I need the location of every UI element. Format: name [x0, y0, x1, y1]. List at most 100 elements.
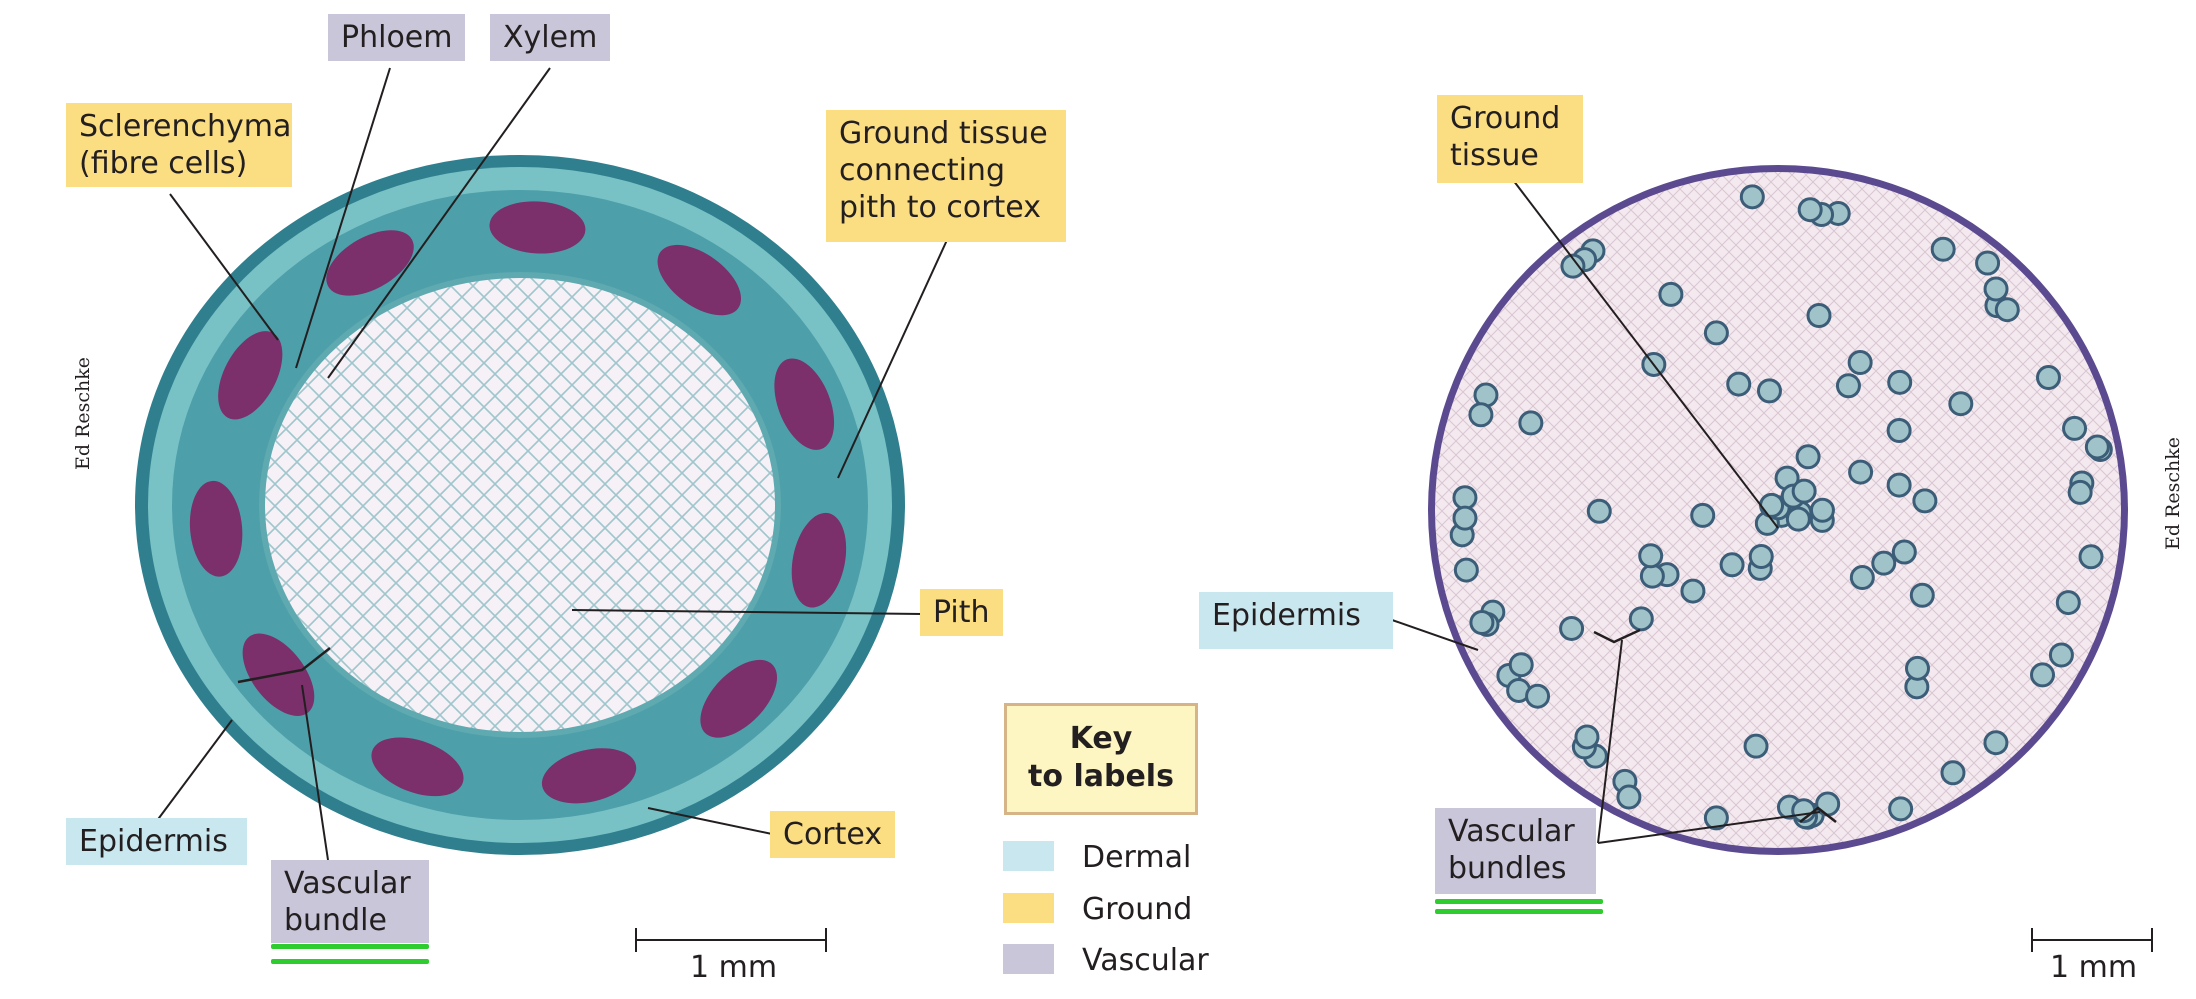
right-bundle	[1847, 349, 1873, 375]
left-stem-section	[135, 155, 905, 855]
right-bundle	[1703, 805, 1729, 831]
right-bundle	[1994, 297, 2020, 323]
label-vascular-bundles: Vascular bundles	[1435, 808, 1596, 894]
right-bundle	[1726, 371, 1752, 397]
right-bundle	[1586, 498, 1612, 524]
right-bundle	[1904, 655, 1930, 681]
right-bundle	[1639, 563, 1665, 589]
label-sclerenchyma-line1: Sclerenchyma	[79, 109, 292, 144]
right-bundle	[1452, 485, 1478, 511]
right-bundle	[1525, 683, 1551, 709]
label-ground-line2: connecting	[839, 153, 1005, 188]
left-bundle	[700, 659, 778, 738]
right-bundle	[1887, 369, 1913, 395]
right-bundle	[1559, 615, 1585, 641]
label-ground-tissue-connecting: Ground tissue connecting pith to cortex	[826, 110, 1066, 242]
right-stem-section	[1428, 165, 2128, 855]
right-bundle	[1797, 197, 1823, 223]
right-bundle	[1739, 184, 1765, 210]
scale-bars	[635, 928, 2153, 952]
right-bundle	[1680, 578, 1706, 604]
scale-label-left: 1 mm	[690, 950, 778, 985]
right-bundle	[1743, 733, 1769, 759]
right-bundle	[1888, 796, 1914, 822]
right-bundle	[1759, 492, 1785, 518]
right-bundle	[1785, 506, 1811, 532]
right-bundle	[1930, 236, 1956, 262]
right-bundle	[1453, 557, 1479, 583]
right-bundle	[1468, 402, 1494, 428]
label-ground-right-line2: tissue	[1450, 138, 1539, 173]
right-leader-lines	[1391, 175, 1837, 844]
right-bundle	[2062, 415, 2088, 441]
right-bundle	[1638, 543, 1664, 569]
right-bundle	[1748, 543, 1774, 569]
label-vascular-bundles-line1: Vascular	[1448, 814, 1575, 849]
right-bundle	[1835, 373, 1861, 399]
label-vascular-bundle-line2: bundle	[284, 903, 387, 938]
right-bundle	[1452, 505, 1478, 531]
label-xylem: Xylem	[490, 14, 611, 61]
key-label-ground: Ground	[1082, 892, 1193, 927]
right-bundle	[1975, 250, 2001, 276]
right-bundle	[1508, 652, 1534, 678]
right-bundle	[1815, 791, 1841, 817]
right-bundle	[1560, 253, 1586, 279]
right-bundle	[1795, 444, 1821, 470]
right-bundle	[1849, 565, 1875, 591]
label-sclerenchyma: Sclerenchyma (fibre cells)	[66, 103, 292, 187]
key-swatch-dermal	[1003, 841, 1054, 871]
label-epidermis-left: Epidermis	[66, 818, 247, 865]
left-bundle	[489, 201, 586, 254]
key-swatch-ground	[1003, 893, 1054, 923]
label-vascular-bundles-line2: bundles	[1448, 851, 1567, 886]
right-bundle	[2055, 590, 2081, 616]
right-bundle	[1628, 606, 1654, 632]
right-bundle	[1848, 459, 1874, 485]
right-bundle	[1871, 550, 1897, 576]
label-ground-line1: Ground tissue	[839, 116, 1048, 151]
right-bundle	[1983, 276, 2009, 302]
left-bundle	[189, 480, 243, 577]
right-bundle	[1703, 320, 1729, 346]
right-bundle	[1518, 410, 1544, 436]
right-bundle	[1891, 539, 1917, 565]
label-phloem: Phloem	[328, 14, 466, 61]
label-vascular-bundle-line1: Vascular	[284, 866, 411, 901]
key-title-line1: Key	[1069, 721, 1133, 756]
right-bundle	[2030, 662, 2056, 688]
right-bundle	[2084, 434, 2110, 460]
left-bundle	[371, 737, 464, 797]
left-bundle	[791, 512, 847, 608]
scale-label-right: 1 mm	[2050, 950, 2138, 985]
label-sclerenchyma-line2: (fibre cells)	[79, 146, 248, 181]
label-ground-tissue-right: Ground tissue	[1437, 95, 1583, 183]
right-bundle	[1690, 502, 1716, 528]
key-swatch-vascular	[1003, 944, 1054, 974]
key-box: Key to labels	[1004, 703, 1198, 815]
right-bundle	[2067, 479, 2093, 505]
key-label-dermal: Dermal	[1082, 840, 1192, 875]
photo-credit-right: Ed Reschke	[2162, 436, 2184, 550]
right-bundle	[1886, 472, 1912, 498]
label-pith: Pith	[920, 589, 1003, 636]
right-bundle	[1806, 302, 1832, 328]
right-bundle	[1616, 784, 1642, 810]
right-bundle	[2078, 544, 2104, 570]
right-bundle	[1909, 582, 1935, 608]
left-bundle	[541, 748, 637, 804]
right-bundle	[1809, 497, 1835, 523]
right-bundle	[1791, 478, 1817, 504]
right-bundle	[1719, 552, 1745, 578]
left-bundle	[326, 230, 414, 296]
photo-credit-left: Ed Reschke	[72, 356, 94, 470]
label-ground-right-line1: Ground	[1450, 101, 1561, 136]
label-cortex: Cortex	[770, 811, 896, 858]
green-underlines	[271, 899, 1603, 964]
left-bundle	[774, 358, 835, 450]
left-bundle	[657, 244, 742, 316]
right-bundle	[2048, 642, 2074, 668]
right-bundle	[2035, 365, 2061, 391]
right-bundle	[1574, 724, 1600, 750]
right-bundle	[1912, 488, 1938, 514]
